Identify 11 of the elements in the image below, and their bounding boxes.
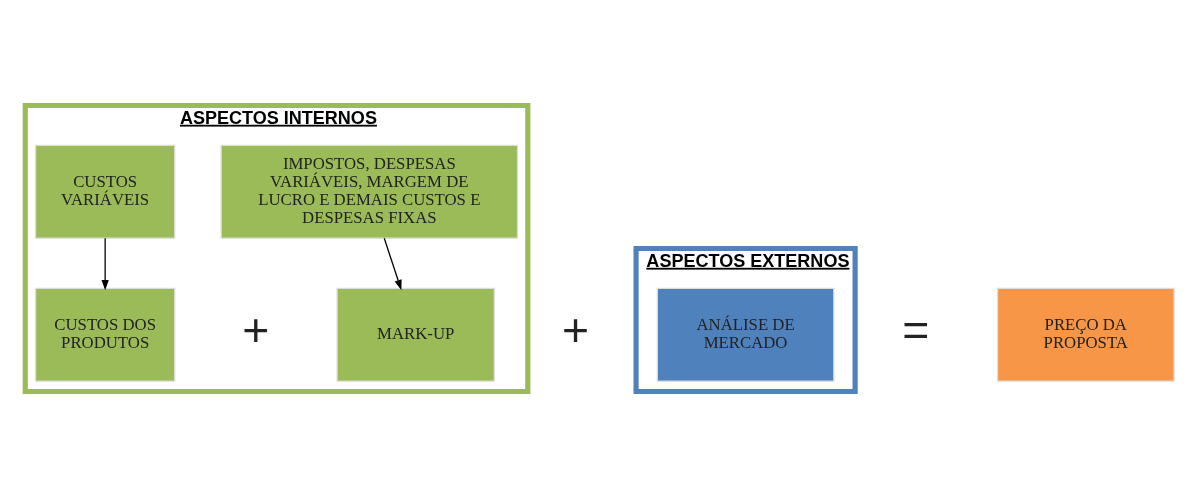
node-box: PREÇO DA PROPOSTA — [996, 287, 1175, 382]
node-box: ANÁLISE DE MERCADO — [656, 287, 835, 382]
label: + — [561, 303, 590, 356]
label: + — [242, 303, 270, 356]
node-box: CUSTOS DOS PRODUTOS — [34, 287, 176, 382]
arrow — [101, 237, 109, 290]
node-box: MARK-UP — [336, 287, 495, 382]
arrow — [383, 237, 402, 290]
node-box: CUSTOS VARIÁVEIS — [34, 144, 176, 239]
node-box: IMPOSTOS, DESPESAS VARIÁVEIS, MARGEM DE LUCRO E DEMAIS CUSTOS E DESPESAS FIXAS — [220, 144, 519, 239]
label: = — [902, 303, 930, 356]
